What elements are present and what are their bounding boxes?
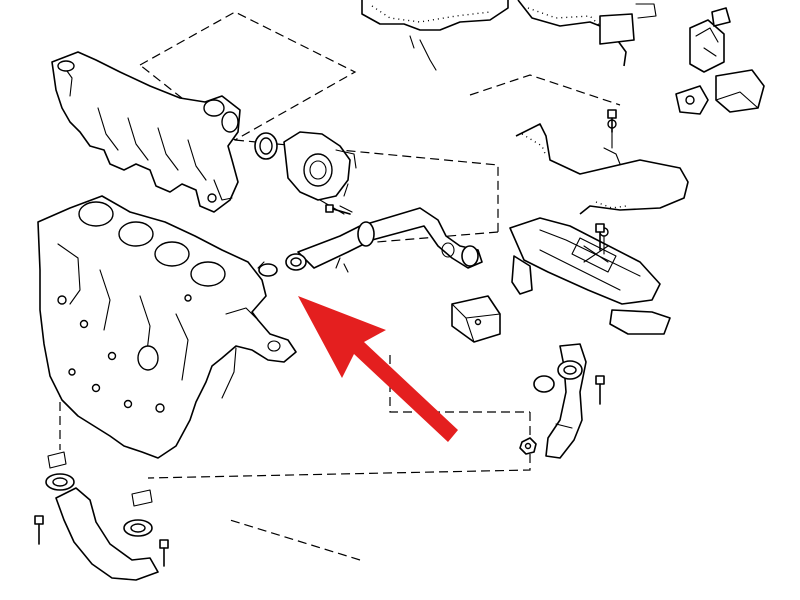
- bolt: [325, 204, 351, 215]
- bolts: [34, 109, 617, 567]
- bolt: [595, 223, 605, 251]
- bolt: [595, 375, 605, 405]
- egr-pipe: [285, 207, 483, 273]
- red-indicator-arrow: [298, 296, 458, 442]
- bolt: [159, 539, 169, 567]
- nut: [519, 437, 537, 455]
- gaskets: [257, 261, 278, 277]
- egr-cooler: [509, 217, 671, 335]
- vacuum-hoses: [361, 0, 657, 71]
- bolt: [607, 109, 617, 133]
- engine-block: [37, 195, 297, 459]
- mounting-bracket: [451, 295, 501, 343]
- intake-manifold: [51, 51, 241, 213]
- hose-bracket-parts: [675, 7, 765, 115]
- bolt: [34, 515, 44, 545]
- egr-tube-lower: [533, 343, 587, 459]
- throttle-valve-housing: [254, 131, 357, 215]
- exhaust-pipe-lower-left: [45, 451, 159, 581]
- coolant-hose-loop: [515, 119, 689, 215]
